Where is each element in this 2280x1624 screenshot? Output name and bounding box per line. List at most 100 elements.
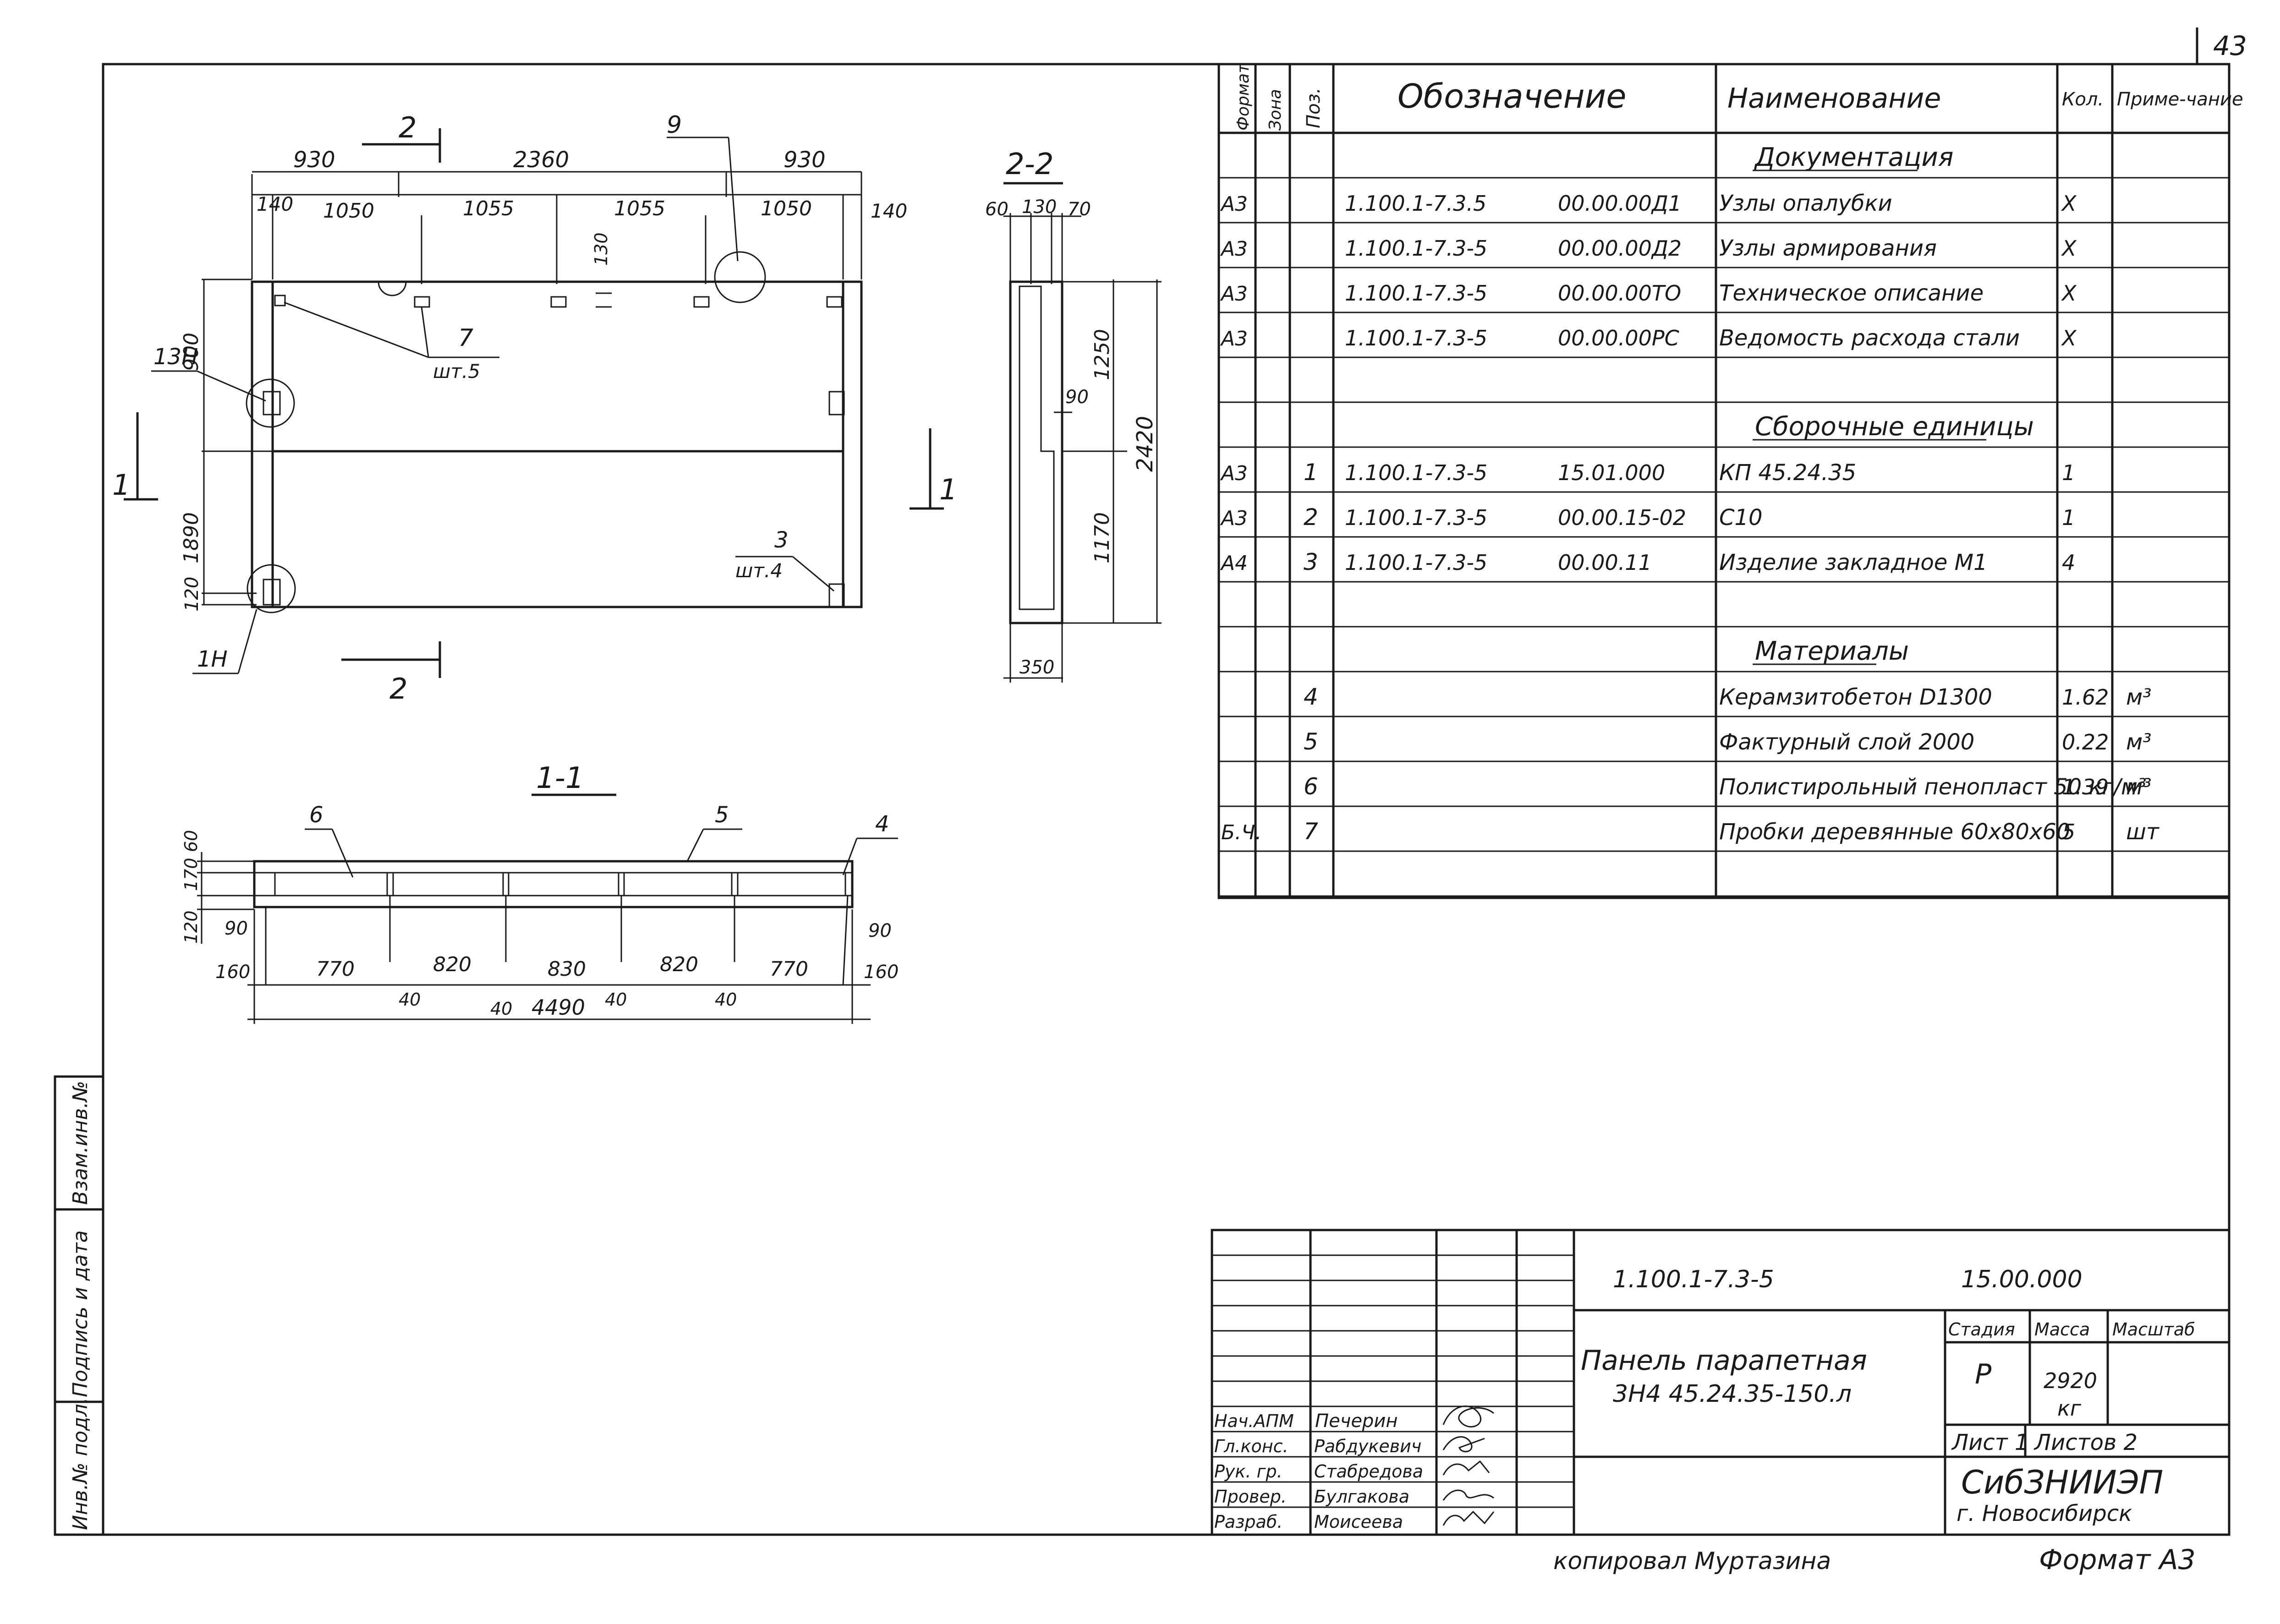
s11-dim-160-left: 160 — [215, 962, 250, 983]
hdr-zone: Зона — [1266, 89, 1285, 131]
strip-inv: Инв.№ подл. — [69, 1397, 92, 1530]
strip-replace: Взам.инв.№ — [69, 1081, 92, 1205]
spec-name: Узлы опалубки — [1719, 191, 1892, 216]
hdr-note: Приме-чание — [2117, 89, 2243, 110]
spec-format: А3 — [1220, 237, 1248, 261]
spec-qty: 1 — [2062, 505, 2075, 530]
s11-dim-820-a: 820 — [433, 953, 471, 976]
tb-role-4: Разраб. — [1214, 1512, 1282, 1532]
tb-title-1: Панель парапетная — [1581, 1345, 1867, 1377]
spec-pos: 3 — [1304, 549, 1318, 575]
section-2-2-title: 2-2 — [1006, 148, 1054, 181]
spec-pos: 1 — [1304, 459, 1318, 486]
callout-7: 7 — [458, 324, 473, 352]
spec-qty: 5 — [2062, 820, 2075, 844]
cut-1-left: 1 — [112, 468, 130, 502]
tb-name-0: Печерин — [1315, 1411, 1398, 1432]
dim-70: 70 — [1068, 199, 1091, 220]
section-2-2: 2-2 60 130 70 90 1250 1170 2420 350 — [985, 148, 1162, 683]
dim-1250: 1250 — [1091, 329, 1114, 380]
callout-13n: 13Н — [153, 344, 198, 370]
tb-city: г. Новосибирск — [1957, 1501, 2132, 1526]
spec-section-heading: Сборочные единицы — [1755, 412, 2034, 442]
cut-2-top: 2 — [399, 111, 417, 144]
tb-role-1: Гл.конс. — [1214, 1436, 1288, 1456]
cut-2-bottom: 2 — [389, 672, 407, 705]
s11-gap-4: 40 — [715, 990, 737, 1010]
hdr-pos: Поз. — [1303, 87, 1324, 128]
tb-mass: 2920 — [2044, 1368, 2097, 1393]
spec-qty: 1.62 — [2062, 685, 2109, 710]
spec-designation-2: 15.01.000 — [1558, 460, 1665, 485]
tb-number: 15.00.000 — [1961, 1266, 2083, 1293]
spec-pos: 7 — [1304, 818, 1318, 845]
spec-format: А4 — [1220, 552, 1248, 575]
s11-dim-60: 60 — [181, 830, 201, 852]
spec-section-heading: Документация — [1754, 142, 1953, 172]
dim-140-left: 140 — [257, 193, 293, 215]
dim-60: 60 — [985, 199, 1008, 220]
s11-dim-770-a: 770 — [316, 957, 355, 981]
spec-designation-1: 1.100.1-7.3.5 — [1345, 191, 1486, 216]
spec-section-heading: Материалы — [1755, 636, 1909, 666]
callout-1n: 1Н — [197, 646, 228, 672]
spec-designation-2: 00.00.00РС — [1558, 326, 1679, 350]
hdr-format: Формат — [1234, 63, 1253, 131]
dim-2360: 2360 — [513, 147, 569, 173]
spec-qty: 4 — [2062, 550, 2075, 575]
callout-3: 3 — [774, 527, 789, 553]
tb-stage-label: Стадия — [1948, 1319, 2015, 1340]
dim-130: 130 — [591, 232, 611, 266]
spec-name: Изделие закладное М1 — [1719, 550, 1988, 575]
s11-dim-120: 120 — [181, 910, 201, 944]
strip-sign: Подпись и дата — [69, 1230, 92, 1397]
tb-name-1: Рабдукевич — [1314, 1436, 1421, 1456]
spec-name: Фактурный слой 2000 — [1719, 729, 1974, 755]
dim-350: 350 — [1019, 657, 1054, 678]
callout-7-qty: шт.5 — [433, 360, 480, 383]
dim-2420: 2420 — [1132, 416, 1158, 472]
s11-callout-5: 5 — [715, 802, 729, 828]
spec-name: Техническое описание — [1719, 280, 1984, 306]
s11-dim-160-right: 160 — [864, 962, 899, 983]
s11-dim-830: 830 — [548, 957, 586, 981]
s11-dim-820-b: 820 — [660, 953, 698, 976]
dim-1050-left: 1050 — [323, 199, 374, 223]
section-1-1: 1-1 6 5 4 60 170 120 90 160 — [181, 761, 899, 1024]
tb-name-3: Булгакова — [1314, 1487, 1409, 1507]
tb-title-2: 3Н4 45.24.35-150.л — [1613, 1380, 1852, 1408]
plan-view: 930 2360 930 140 1050 1055 1055 1050 140… — [112, 111, 957, 705]
s11-callout-6: 6 — [309, 802, 323, 828]
spec-designation-2: 00.00.15-02 — [1558, 505, 1686, 530]
spec-qty: 1 — [2062, 460, 2075, 485]
spec-designation-1: 1.100.1-7.3-5 — [1345, 326, 1487, 350]
spec-designation-1: 1.100.1-7.3-5 — [1345, 505, 1487, 530]
tb-mass-unit: кг — [2057, 1396, 2082, 1421]
dim-930-right: 930 — [784, 147, 826, 173]
spec-name: КП 45.24.35 — [1719, 460, 1856, 486]
s11-gap-3: 40 — [605, 990, 627, 1010]
dim-1050-right: 1050 — [761, 197, 812, 220]
spec-note: м³ — [2126, 684, 2151, 710]
s11-dim-90-left: 90 — [225, 918, 248, 939]
cut-1-right: 1 — [939, 473, 957, 506]
spec-name: С10 — [1719, 505, 1763, 530]
spec-designation-2: 00.00.11 — [1558, 550, 1652, 575]
callout-9: 9 — [667, 111, 682, 139]
spec-format: А3 — [1220, 507, 1248, 530]
callout-3-qty: шт.4 — [735, 559, 783, 582]
s11-dim-4490: 4490 — [532, 995, 585, 1020]
dim-930-left: 930 — [293, 147, 335, 173]
spec-qty: Х — [2061, 326, 2077, 350]
tb-scale-label: Масштаб — [2112, 1319, 2195, 1340]
spec-designation-1: 1.100.1-7.3-5 — [1345, 236, 1487, 261]
spec-name: Ведомость расхода стали — [1719, 325, 2020, 351]
spec-name: Полистирольный пенопласт 50 кг/м³ — [1719, 774, 2146, 800]
s11-gap-1: 40 — [399, 990, 421, 1010]
tb-mass-label: Масса — [2034, 1319, 2090, 1340]
spec-name: Керамзитобетон D1300 — [1719, 684, 1992, 710]
tb-org: СибЗНИИЭП — [1961, 1464, 2163, 1501]
s11-dim-770-b: 770 — [770, 957, 808, 981]
